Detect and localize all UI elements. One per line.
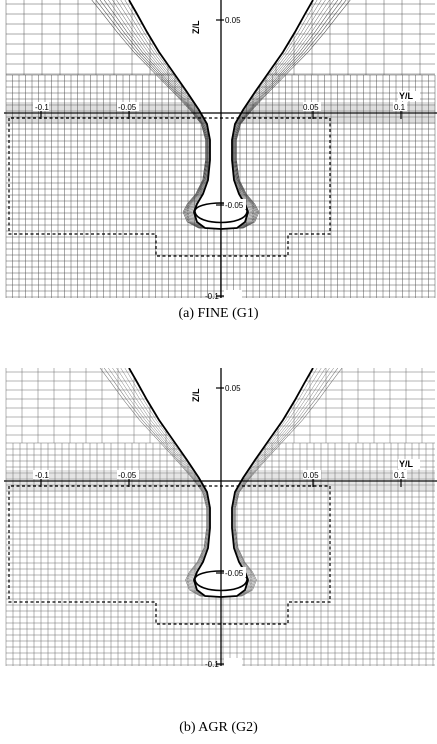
mesh-plot-fine: Z/L Y/L 0.05 -0.05 -0.1 -0.1 -0.05 0.05 0.1 — [4, 0, 437, 300]
x-tick-neg0.1: -0.1 — [35, 471, 49, 480]
y-axis-label: Z/L — [191, 20, 201, 34]
hull-overlay-agr — [4, 368, 437, 666]
y-tick-0.05: 0.05 — [225, 384, 241, 393]
x-tick-0.05: 0.05 — [303, 471, 319, 480]
mesh-plot-agr: Z/L Y/L 0.05 -0.05 -0.1 -0.1 -0.05 0.05 0.1 — [4, 368, 437, 668]
y-tick-neg0.05: -0.05 — [225, 569, 244, 578]
y-tick-neg0.1: -0.1 — [205, 292, 219, 300]
y-tick-0.05: 0.05 — [225, 16, 241, 25]
x-tick-0.05: 0.05 — [303, 103, 319, 112]
caption-fine: (a) FINE (G1) — [178, 306, 259, 321]
caption-agr: (b) AGR (G2) — [179, 720, 258, 735]
x-tick-0.1: 0.1 — [394, 471, 406, 480]
mesh-panel-agr: Z/L Y/L 0.05 -0.05 -0.1 -0.1 -0.05 0.05 0.1 — [4, 368, 437, 668]
y-axis-label: Z/L — [191, 388, 201, 402]
mesh-panel-fine: Z/L Y/L 0.05 -0.05 -0.1 -0.1 -0.05 0.05 0.1 — [4, 0, 437, 300]
x-axis-label: Y/L — [399, 459, 414, 469]
y-tick-neg0.1: -0.1 — [205, 660, 219, 668]
x-tick-neg0.05: -0.05 — [118, 103, 137, 112]
x-tick-0.1: 0.1 — [394, 103, 406, 112]
x-tick-neg0.1: -0.1 — [35, 103, 49, 112]
hull-overlay-fine — [4, 0, 437, 298]
x-axis-label: Y/L — [399, 91, 414, 101]
y-tick-neg0.05: -0.05 — [225, 201, 244, 210]
x-tick-neg0.05: -0.05 — [118, 471, 137, 480]
